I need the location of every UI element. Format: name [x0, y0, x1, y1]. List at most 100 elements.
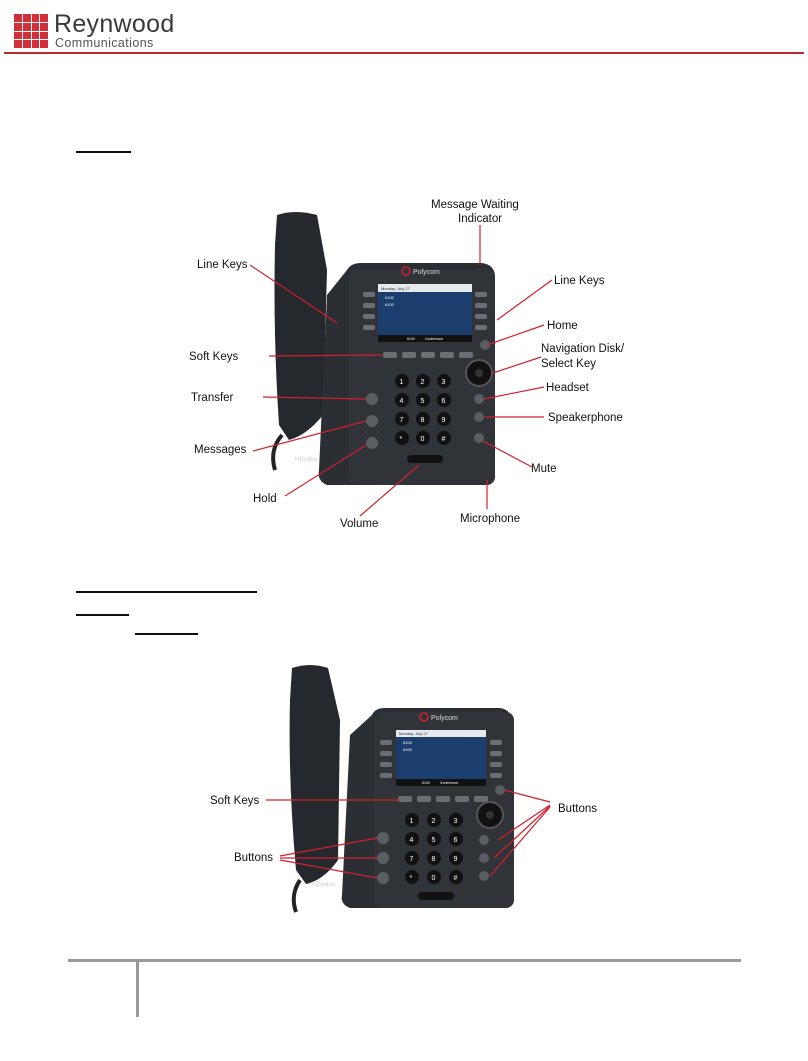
key-6[interactable]: 6: [442, 398, 446, 405]
soft-key[interactable]: [440, 352, 454, 358]
home-button[interactable]: [495, 785, 505, 795]
line-key[interactable]: [490, 751, 502, 756]
key-3[interactable]: 3: [442, 379, 446, 386]
key-star[interactable]: *: [410, 875, 413, 882]
key-9[interactable]: 9: [442, 417, 446, 424]
key-hash[interactable]: #: [442, 436, 446, 443]
key-6[interactable]: 6: [454, 837, 458, 844]
messages-button[interactable]: [377, 852, 389, 864]
line-key[interactable]: [380, 740, 392, 745]
line-key[interactable]: [363, 325, 375, 330]
key-1[interactable]: 1: [400, 379, 404, 386]
line-key[interactable]: [475, 325, 487, 330]
line-key[interactable]: [490, 740, 502, 745]
hold-button[interactable]: [377, 872, 389, 884]
key-2[interactable]: 2: [421, 379, 425, 386]
key-5[interactable]: 5: [432, 837, 436, 844]
logo-mark-icon: [14, 14, 48, 48]
line-key[interactable]: [363, 292, 375, 297]
keypad: 1 2 3 4 5 6 7 8 9 * 0 #: [405, 813, 463, 884]
speakerphone-button[interactable]: [479, 853, 489, 863]
label-navigation-disk: Navigation Disk/: [541, 343, 625, 355]
soft-key[interactable]: [383, 352, 397, 358]
screen-status-bar: [378, 284, 472, 292]
polycom-logo-icon: [419, 712, 429, 722]
label-messages: Messages: [194, 444, 247, 456]
handset: [274, 212, 327, 440]
soft-key[interactable]: [459, 352, 473, 358]
label-mute: Mute: [531, 463, 557, 475]
handset-cord: [291, 878, 302, 913]
key-hash[interactable]: #: [454, 875, 458, 882]
screen-status-bar: [396, 730, 486, 737]
label-speakerphone: Speakerphone: [548, 412, 623, 424]
line-key[interactable]: [380, 751, 392, 756]
label-headset: Headset: [546, 382, 590, 394]
screen-softkey-bar: [396, 779, 486, 786]
transfer-button[interactable]: [377, 832, 389, 844]
soft-key[interactable]: [417, 796, 431, 802]
line-key[interactable]: [475, 314, 487, 319]
handset-cord: [271, 433, 284, 471]
soft-key[interactable]: [421, 352, 435, 358]
polycom-logo-icon: [401, 266, 411, 276]
headset-button[interactable]: [479, 835, 489, 845]
line-key[interactable]: [490, 773, 502, 778]
line-key[interactable]: [363, 314, 375, 319]
soft-key[interactable]: [398, 796, 412, 802]
label-volume: Volume: [340, 518, 378, 530]
company-tagline: Communications: [55, 36, 154, 50]
screen-softkey-2: Conference: [440, 781, 458, 785]
line-key[interactable]: [380, 773, 392, 778]
soft-key[interactable]: [436, 796, 450, 802]
messages-button[interactable]: [366, 415, 378, 427]
key-star[interactable]: *: [400, 436, 403, 443]
footer-rule: [68, 959, 741, 962]
screen-softkey-1: 6100: [407, 337, 415, 341]
key-2[interactable]: 2: [432, 818, 436, 825]
screen-status-text: Monday, July 27: [399, 731, 429, 736]
mute-button[interactable]: [479, 871, 489, 881]
footer-divider: [136, 961, 139, 1017]
label-line-keys-right: Line Keys: [554, 275, 605, 287]
transfer-button[interactable]: [366, 393, 378, 405]
hdvoice-label: HDvoice: [295, 457, 318, 463]
label-soft-keys: Soft Keys: [210, 795, 259, 807]
volume-key[interactable]: [407, 455, 443, 463]
home-button[interactable]: [480, 340, 490, 350]
label-home: Home: [547, 320, 578, 332]
phone-screen: [378, 284, 472, 342]
speakerphone-button[interactable]: [474, 412, 484, 422]
headset-button[interactable]: [474, 394, 484, 404]
line-key[interactable]: [380, 762, 392, 767]
line-key[interactable]: [363, 303, 375, 308]
soft-key[interactable]: [402, 352, 416, 358]
line-key[interactable]: [475, 292, 487, 297]
key-7[interactable]: 7: [410, 856, 414, 863]
line-key[interactable]: [475, 303, 487, 308]
mute-button[interactable]: [474, 433, 484, 443]
screen-softkey-1: 6100: [422, 781, 430, 785]
key-4[interactable]: 4: [400, 398, 404, 405]
key-1[interactable]: 1: [410, 818, 414, 825]
hold-button[interactable]: [366, 437, 378, 449]
key-0[interactable]: 0: [421, 436, 425, 443]
key-8[interactable]: 8: [421, 417, 425, 424]
key-9[interactable]: 9: [454, 856, 458, 863]
label-soft-keys: Soft Keys: [189, 351, 238, 363]
company-name: Reynwood: [54, 10, 175, 38]
line-key[interactable]: [490, 762, 502, 767]
callout-lines: [266, 789, 551, 879]
key-3[interactable]: 3: [454, 818, 458, 825]
label-select-key: Select Key: [541, 358, 596, 370]
volume-key[interactable]: [418, 892, 454, 900]
select-key[interactable]: [475, 369, 483, 377]
key-4[interactable]: 4: [410, 837, 414, 844]
select-key[interactable]: [486, 811, 494, 819]
key-7[interactable]: 7: [400, 417, 404, 424]
key-5[interactable]: 5: [421, 398, 425, 405]
key-0[interactable]: 0: [432, 875, 436, 882]
soft-key[interactable]: [455, 796, 469, 802]
soft-key[interactable]: [474, 796, 488, 802]
key-8[interactable]: 8: [432, 856, 436, 863]
